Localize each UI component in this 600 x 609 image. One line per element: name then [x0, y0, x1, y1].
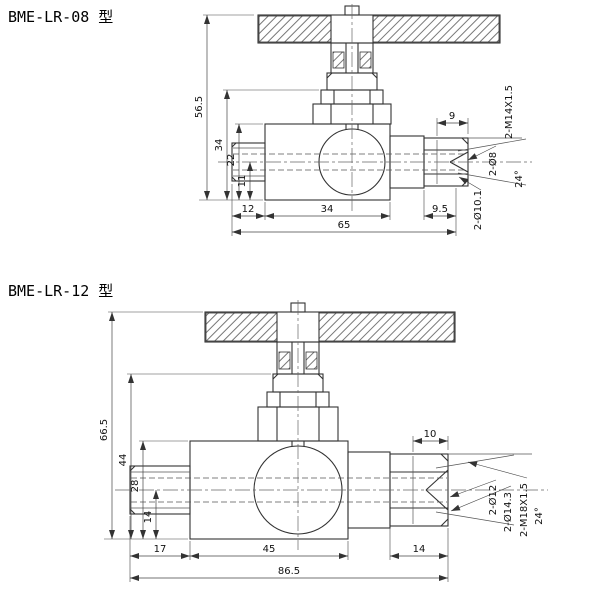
callouts-08: 2-M14X1.5 2-Ø8 2-Ø10.1 24° — [458, 85, 525, 230]
dim-left-port-len-12: 17 — [154, 544, 167, 555]
callout-bore-08: 2-Ø8 — [487, 152, 499, 176]
callout-bore-12: 2-Ø12 — [487, 485, 499, 516]
dim-total-height-12: 66.5 — [99, 419, 110, 441]
dimensions-12: 66.5 44 28 14 17 45 14 86.5 10 — [99, 311, 449, 582]
dim-body-len-08: 34 — [321, 204, 334, 215]
drawing-bme-lr-08: BME-LR-08 型 — [8, 4, 532, 236]
drawing-title-08: BME-LR-08 型 — [8, 8, 113, 26]
dim-nut-top-len-08: 9 — [449, 111, 455, 122]
dim-body-height-08: 22 — [226, 154, 237, 167]
handle-hatch-left-08 — [258, 15, 332, 43]
hub-block-left-12 — [278, 351, 291, 370]
dim-nut-top-len-12: 10 — [424, 429, 437, 440]
callout-seat-dia-12: 2-Ø14.3 — [502, 492, 514, 532]
dim-center-height-08: 11 — [237, 175, 248, 188]
callout-cone-angle-08: 24° — [514, 170, 525, 188]
callouts-12: 2-Ø12 2-Ø14.3 2-M18X1.5 24° — [448, 453, 545, 537]
handle-hatch-right-08 — [372, 15, 500, 43]
centerlines-12 — [115, 300, 548, 550]
callout-thread-08: 2-M14X1.5 — [504, 85, 515, 139]
drawing-bme-lr-12: BME-LR-12 型 — [8, 282, 548, 582]
callout-thread-12: 2-M18X1.5 — [519, 483, 530, 537]
dim-body-height-12: 28 — [130, 480, 141, 493]
handle-bar-08 — [257, 14, 501, 44]
hub-block-right-12 — [305, 351, 318, 370]
handle-12 — [204, 302, 456, 375]
handle-hatch-right-12 — [318, 312, 455, 342]
handle-08 — [257, 5, 501, 74]
dim-body-len-12: 45 — [263, 544, 276, 555]
dim-total-len-12: 86.5 — [278, 566, 300, 577]
drawing-title-12: BME-LR-12 型 — [8, 282, 113, 300]
dim-right-len-12: 14 — [413, 544, 426, 555]
centerlines-08 — [218, 4, 532, 212]
dim-right-len-08: 9.5 — [432, 204, 448, 215]
handle-bar-12 — [204, 311, 456, 343]
dim-left-port-len-08: 12 — [242, 204, 255, 215]
hub-block-left-08 — [332, 51, 345, 69]
callout-seat-dia-08: 2-Ø10.1 — [472, 190, 484, 230]
hub-block-right-08 — [359, 51, 372, 69]
dimensions-08: 56.5 34 22 11 12 34 9.5 65 9 — [194, 14, 469, 236]
dim-center-height-12: 14 — [143, 511, 154, 524]
dim-stem-height-08: 34 — [214, 139, 225, 152]
dim-stem-height-12: 44 — [118, 454, 129, 467]
handle-hatch-left-12 — [205, 312, 278, 342]
callout-cone-angle-12: 24° — [534, 507, 545, 525]
dim-total-len-08: 65 — [338, 220, 351, 231]
dim-total-height-08: 56.5 — [194, 96, 205, 118]
